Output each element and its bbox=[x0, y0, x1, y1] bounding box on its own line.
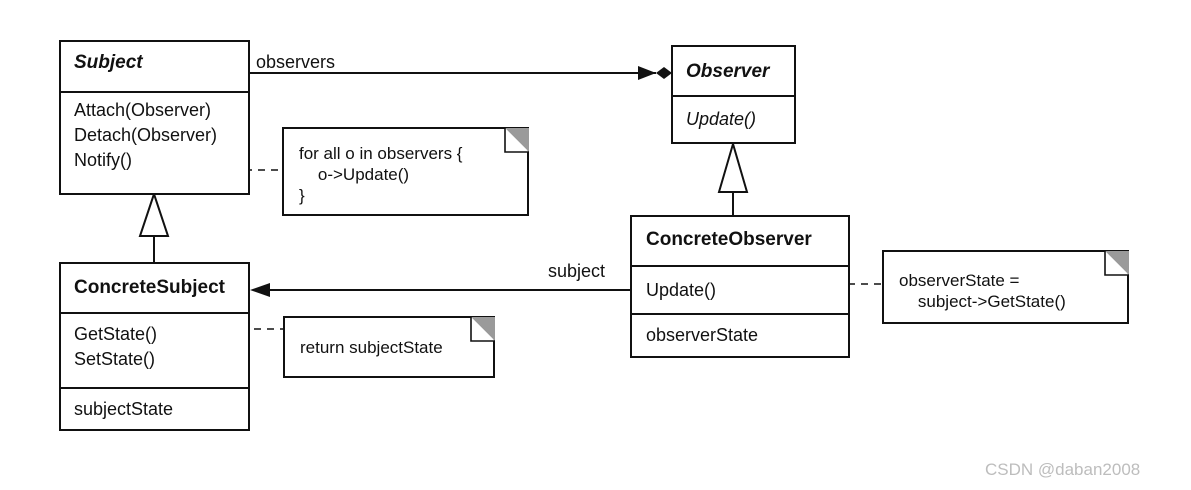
subject-class: Subject Attach(Observer) Detach(Observer… bbox=[59, 40, 250, 195]
notify-note-line-1: for all o in observers { bbox=[299, 144, 463, 163]
concrete-subject-class: ConcreteSubject GetState() SetState() su… bbox=[59, 262, 250, 431]
concrete-subject-attributes: subjectState bbox=[61, 387, 248, 422]
notify-note-line-3: } bbox=[299, 186, 305, 205]
concrete-subject-operations: GetState() SetState() bbox=[61, 312, 248, 387]
getstate-note: return subjectState bbox=[283, 316, 495, 378]
concrete-observer-class: ConcreteObserver Update() observerState bbox=[630, 215, 850, 358]
observer-class: Observer Update() bbox=[671, 45, 796, 144]
concrete-observer-class-name: ConcreteObserver bbox=[646, 229, 812, 250]
observers-role-label: observers bbox=[256, 52, 336, 72]
subject-class-name: Subject bbox=[74, 52, 143, 73]
notify-note: for all o in observers { o->Update() } bbox=[282, 127, 529, 216]
concrete-subject-class-name: ConcreteSubject bbox=[74, 277, 225, 298]
getstate-note-dogear bbox=[470, 317, 495, 342]
subject-generalization-triangle bbox=[138, 190, 170, 237]
observers-arrowhead bbox=[638, 66, 656, 80]
concrete-subject-op-setstate: SetState() bbox=[74, 349, 156, 369]
concrete-subject-op-getstate: GetState() bbox=[74, 324, 158, 344]
observer-class-name: Observer bbox=[686, 61, 770, 82]
subject-role-label: subject bbox=[548, 261, 606, 281]
update-note-line-2: subject->GetState() bbox=[899, 292, 1066, 311]
concrete-observer-operations: Update() bbox=[632, 265, 848, 313]
subject-op-notify: Notify() bbox=[74, 150, 132, 170]
observer-generalization-triangle bbox=[717, 140, 749, 193]
subject-op-attach: Attach(Observer) bbox=[74, 100, 212, 120]
update-note-dogear bbox=[1104, 251, 1129, 276]
update-note: observerState = subject->GetState() bbox=[882, 250, 1129, 324]
concrete-observer-attr-state: observerState bbox=[646, 325, 759, 345]
notify-note-line-2: o->Update() bbox=[299, 165, 410, 184]
observer-op-update: Update() bbox=[686, 109, 757, 129]
watermark-text: CSDN @daban2008 bbox=[985, 460, 1141, 479]
concrete-observer-attributes: observerState bbox=[632, 313, 848, 348]
getstate-note-line-1: return subjectState bbox=[300, 338, 443, 357]
subject-op-detach: Detach(Observer) bbox=[74, 125, 218, 145]
concrete-subject-attr-state: subjectState bbox=[74, 399, 174, 419]
observer-operations: Update() bbox=[673, 95, 794, 132]
update-note-line-1: observerState = bbox=[899, 271, 1020, 290]
subject-operations: Attach(Observer) Detach(Observer) Notify… bbox=[61, 91, 248, 173]
concrete-observer-op-update: Update() bbox=[646, 280, 717, 300]
observers-aggregation-diamond bbox=[656, 67, 672, 79]
subject-arrowhead bbox=[250, 283, 270, 297]
notify-note-dogear bbox=[504, 128, 529, 153]
